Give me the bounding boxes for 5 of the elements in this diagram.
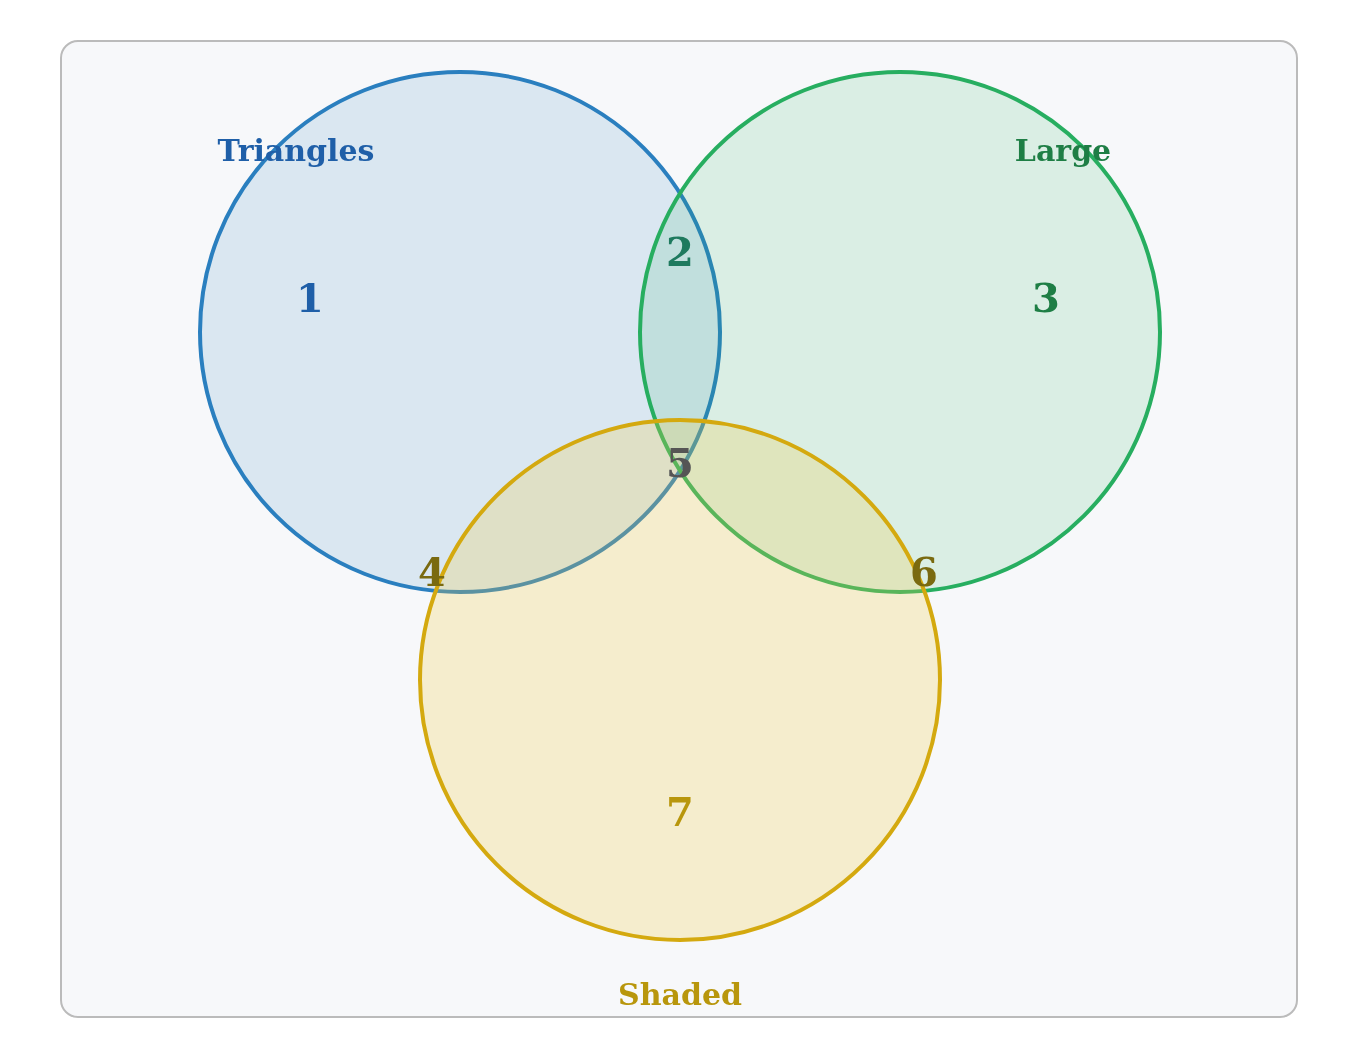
- region-number: 7: [666, 792, 694, 832]
- region-number: 2: [666, 232, 694, 272]
- region-number: 3: [1032, 278, 1060, 318]
- set-label: Shaded: [618, 976, 742, 1012]
- region-number: 1: [296, 278, 324, 318]
